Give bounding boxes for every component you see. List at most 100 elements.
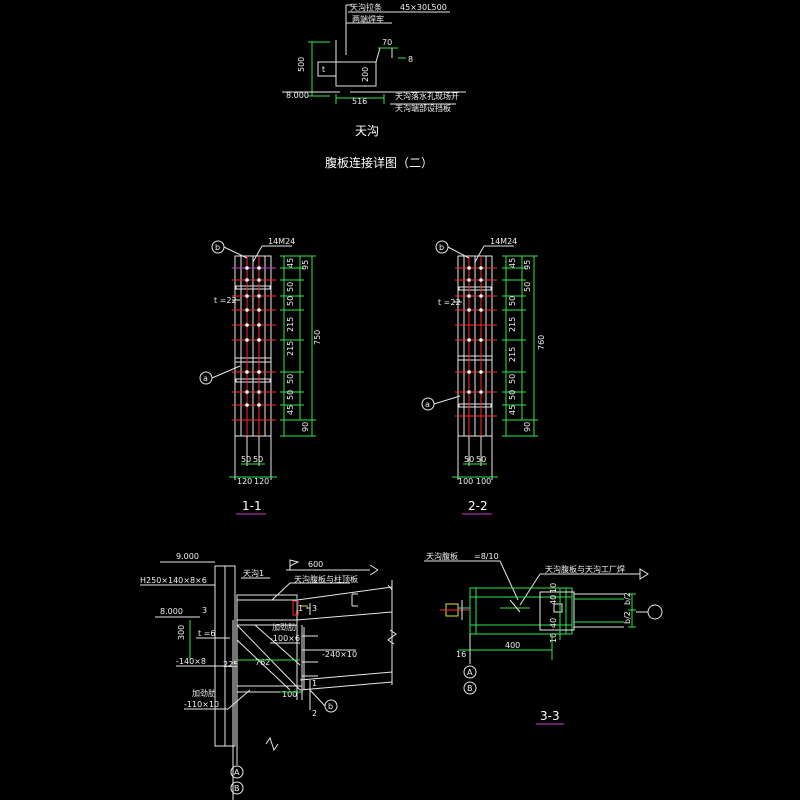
top-gutter-detail: 天沟拉条 45×30L500 两端焊牢 500 t 70 8 200 8.000… (282, 2, 466, 138)
drain-hole-label: 天沟落水孔现场开 (395, 91, 459, 101)
dim-r2: 50 (286, 282, 295, 292)
dim-40a: 40 (549, 595, 558, 605)
dim2-r1: 95 (523, 260, 532, 270)
dim2-50a: 50 (464, 455, 474, 464)
circle-a-label-2: a (425, 400, 430, 409)
num-1-top: 1 (298, 604, 303, 613)
dim-8: 8 (408, 55, 413, 64)
stiffener1-label: 加劲肋 (272, 622, 296, 632)
web-to-cap-label: 天沟腹板与柱顶板 (294, 574, 358, 584)
dim-100: 100 (282, 690, 297, 699)
bolt-label: 14M24 (268, 237, 295, 246)
dim-70: 70 (382, 38, 392, 47)
dim-300: 300 (177, 625, 186, 640)
dim-r6: 50 (286, 374, 295, 384)
dim-r5: 215 (286, 341, 295, 356)
gutter-caption: 天沟 (355, 124, 379, 138)
dim-120a: 120 (237, 477, 252, 486)
dim-10a: 10 (549, 583, 558, 593)
axis-a-label-r: A (467, 668, 473, 677)
bottom-right-3-3: 天沟腹板 =8/10 天沟腹板与天沟工厂焊 b/2 b/2 (424, 551, 663, 725)
num-3-right: 3 (312, 604, 317, 613)
dim2-total: 760 (537, 335, 546, 350)
dim-b2-b: b/2 (623, 611, 632, 624)
circle-b-label-2: b (439, 243, 444, 252)
dim2-r7: 50 (508, 390, 517, 400)
axis-b-label-r: B (467, 684, 473, 693)
section-3-3-caption: 3-3 (540, 709, 560, 723)
dim-516: 516 (352, 97, 367, 106)
plate-thickness-2: t =22 (438, 298, 461, 307)
section-1-1: b a 14M24 t =22 45 95 50 50 215 (199, 237, 322, 515)
dim-40b: 40 (549, 618, 558, 628)
bolt-label-2: 14M24 (490, 237, 517, 246)
dim-r9: 90 (301, 422, 310, 432)
dim-total: 750 (313, 330, 322, 345)
axis-a-bubble-r (463, 665, 477, 679)
circle-b-label: b (215, 243, 220, 252)
section-2-2-caption: 2-2 (468, 499, 488, 513)
dim-10b: 10 (549, 633, 558, 643)
circle-a-label: a (203, 374, 208, 383)
stiffener1-dim: -100×6 (270, 634, 300, 643)
num-1-bottom: 1 (312, 679, 317, 688)
dim-500: 500 (297, 57, 306, 72)
dim-b2-a: b/2 (623, 592, 632, 605)
dim2-r3: 50 (508, 296, 517, 306)
dim-225: 225 (223, 660, 238, 669)
gutter-web-label: 天沟腹板 (426, 551, 458, 561)
dim-r3: 50 (286, 296, 295, 306)
section-h-label: H250×140×8×6 (140, 576, 207, 585)
dim-120b: 120 (254, 477, 269, 486)
stiffener2-label: 加劲肋 (192, 688, 216, 698)
dim2-r2: 50 (523, 282, 532, 292)
dim-762: 762 (255, 658, 270, 667)
dim-r1: 95 (301, 260, 310, 270)
dim-50a: 50 (241, 455, 251, 464)
dim2-r4: 215 (508, 317, 517, 332)
section-1-1-caption: 1-1 (242, 499, 262, 513)
circle-b-bl: b (328, 702, 333, 711)
dim2-r6: 50 (508, 374, 517, 384)
num-3-left: 3 (202, 606, 207, 615)
gutter-tie-dim: 45×30L500 (400, 3, 447, 12)
stiffener2-dim: -110×10 (184, 700, 219, 709)
num-2: 2 (312, 709, 317, 718)
axis-a-bubble (230, 765, 244, 779)
main-title: 腹板连接详图（二） (325, 155, 433, 170)
dim-16: 16 (456, 650, 466, 659)
dim2-r5: 215 (508, 347, 517, 362)
dim2-r8: 45 (508, 405, 517, 415)
axis-b-bubble (230, 781, 244, 795)
dim-r0: 45 (286, 258, 295, 268)
axis-a-label: A (234, 768, 240, 777)
plate-140-label: -140×8 (176, 657, 206, 666)
section-ref-bubble (647, 604, 663, 620)
dim2-100a: 100 (458, 477, 473, 486)
dim-r8: 45 (286, 405, 295, 415)
plate-240-label: -240×10 (322, 650, 357, 659)
axis-b-bubble-r (463, 681, 477, 695)
weld-both-ends-label: 两端焊牢 (352, 14, 384, 24)
dim2-r0: 45 (508, 258, 517, 268)
dim-600: 600 (308, 560, 323, 569)
dim-r4: 215 (286, 317, 295, 332)
dim-eq10: =8/10 (474, 552, 499, 561)
dim2-100b: 100 (476, 477, 491, 486)
dim-200: 200 (361, 67, 370, 82)
elev-8000-top: 8.000 (286, 91, 309, 100)
gutter1-label: 天沟1 (243, 568, 264, 578)
elev-9000: 9.000 (176, 552, 199, 561)
shop-weld-label: 天沟腹板与天沟工厂焊 (545, 564, 625, 574)
dim-t: t (322, 65, 325, 74)
bottom-left-detail: 9.000 8.000 H250×140×8×6 (140, 552, 397, 800)
gutter-tie-label: 天沟拉条 (350, 2, 382, 12)
elev-8000-bl: 8.000 (160, 607, 183, 616)
plate-thickness: t =22 (214, 296, 237, 305)
section-2-2: b a 14M24 t =22 45 95 50 50 215 (421, 237, 546, 515)
dim-r7: 50 (286, 390, 295, 400)
end-plate-label: 天沟端部设挡板 (395, 103, 451, 113)
t6-label: t =6 (198, 629, 215, 638)
